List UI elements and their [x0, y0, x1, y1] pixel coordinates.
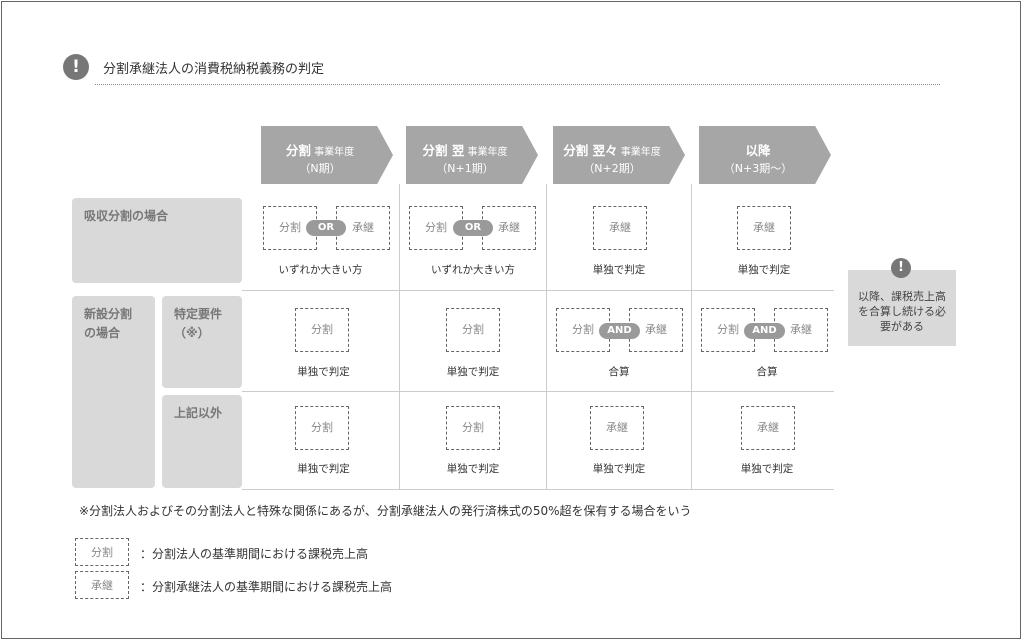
- legend-box-bunkatsu: 分割: [75, 538, 129, 566]
- or-badge: OR: [306, 220, 346, 236]
- cell-label: 単独で判定: [592, 264, 646, 276]
- row-header-label: 吸収分割の場合: [84, 209, 169, 223]
- column-period: （N+1期）: [436, 162, 494, 175]
- page-title: 分割承継法人の消費税納税義務の判定: [103, 62, 325, 77]
- column-period: （N+3期～）: [723, 162, 793, 175]
- cell-label: いずれか大きい方: [278, 264, 363, 276]
- footnote: ※分割法人およびその分割法人と特殊な関係にあるが、分割承継法人の発行済株式の50…: [79, 504, 692, 518]
- row-header-label: 特定要件（※）: [174, 307, 223, 340]
- cell-label: 単独で判定: [297, 366, 350, 378]
- exclamation-icon: !: [63, 54, 89, 80]
- column-main: 分割 翌々: [563, 143, 618, 158]
- legend-box-shokei: 承継: [75, 571, 129, 599]
- shokei-box: 承継: [629, 308, 683, 352]
- cell-label: 単独で判定: [446, 366, 500, 378]
- shokei-box: 承継: [741, 406, 795, 450]
- row-header-new-split: 新設分割の場合: [72, 296, 155, 488]
- exclamation-icon: !: [891, 258, 911, 278]
- title-divider: [95, 84, 940, 85]
- row-header-other: 上記以外: [162, 395, 242, 488]
- cell-label: 単独で判定: [740, 463, 794, 475]
- column-main: 以降: [745, 143, 771, 158]
- row-header-label: 新設分割の場合: [84, 307, 133, 340]
- column-header-n: 分割 事業年度 （N期）: [261, 126, 393, 184]
- column-main: 分割: [285, 143, 311, 158]
- grid-line: [546, 184, 547, 489]
- or-badge: OR: [453, 220, 493, 236]
- cell-label: 単独で判定: [297, 463, 350, 475]
- column-header-n2: 分割 翌々 事業年度 （N+2期）: [553, 126, 685, 184]
- shokei-box: 承継: [482, 206, 536, 250]
- callout-text: 以降、課税売上高を合算し続ける必要がある: [858, 290, 946, 333]
- row-header-absorption: 吸収分割の場合: [72, 198, 242, 283]
- column-period: （N期）: [299, 162, 341, 175]
- column-sub: 事業年度: [620, 147, 661, 158]
- row-header-specific: 特定要件（※）: [162, 296, 242, 388]
- grid-line: [399, 184, 400, 489]
- legend-text: ：分割法人の基準期間における課税売上高: [140, 547, 369, 561]
- bunkatsu-box: 分割: [446, 308, 500, 352]
- column-main: 分割 翌: [422, 143, 465, 158]
- column-sub: 事業年度: [467, 147, 508, 158]
- column-sub: 事業年度: [314, 147, 355, 158]
- and-badge: AND: [744, 323, 785, 339]
- shokei-box: 承継: [593, 206, 647, 250]
- cell-label: 合算: [756, 366, 778, 378]
- and-badge: AND: [599, 323, 640, 339]
- cell-label: 単独で判定: [737, 264, 791, 276]
- grid-line: [242, 489, 834, 490]
- shokei-box: 承継: [737, 206, 791, 250]
- cell-label: 単独で判定: [446, 463, 500, 475]
- callout-box: 以降、課税売上高を合算し続ける必要がある: [848, 270, 956, 346]
- cell-label: いずれか大きい方: [431, 264, 515, 276]
- shokei-box: 承継: [590, 406, 644, 450]
- column-header-n3: 以降 （N+3期～）: [699, 126, 831, 184]
- grid-line: [242, 391, 834, 392]
- bunkatsu-box: 分割: [295, 406, 349, 450]
- grid-line: [691, 184, 692, 489]
- cell-label: 単独で判定: [592, 463, 646, 475]
- legend-text: ：分割承継法人の基準期間における課税売上高: [140, 580, 393, 594]
- column-period: （N+2期）: [583, 162, 641, 175]
- row-header-label: 上記以外: [174, 406, 223, 420]
- bunkatsu-box: 分割: [295, 308, 349, 352]
- column-header-n1: 分割 翌 事業年度 （N+1期）: [406, 126, 538, 184]
- grid-line: [242, 290, 834, 291]
- bunkatsu-box: 分割: [409, 206, 463, 250]
- cell-label: 合算: [608, 366, 630, 378]
- bunkatsu-box: 分割: [446, 406, 500, 450]
